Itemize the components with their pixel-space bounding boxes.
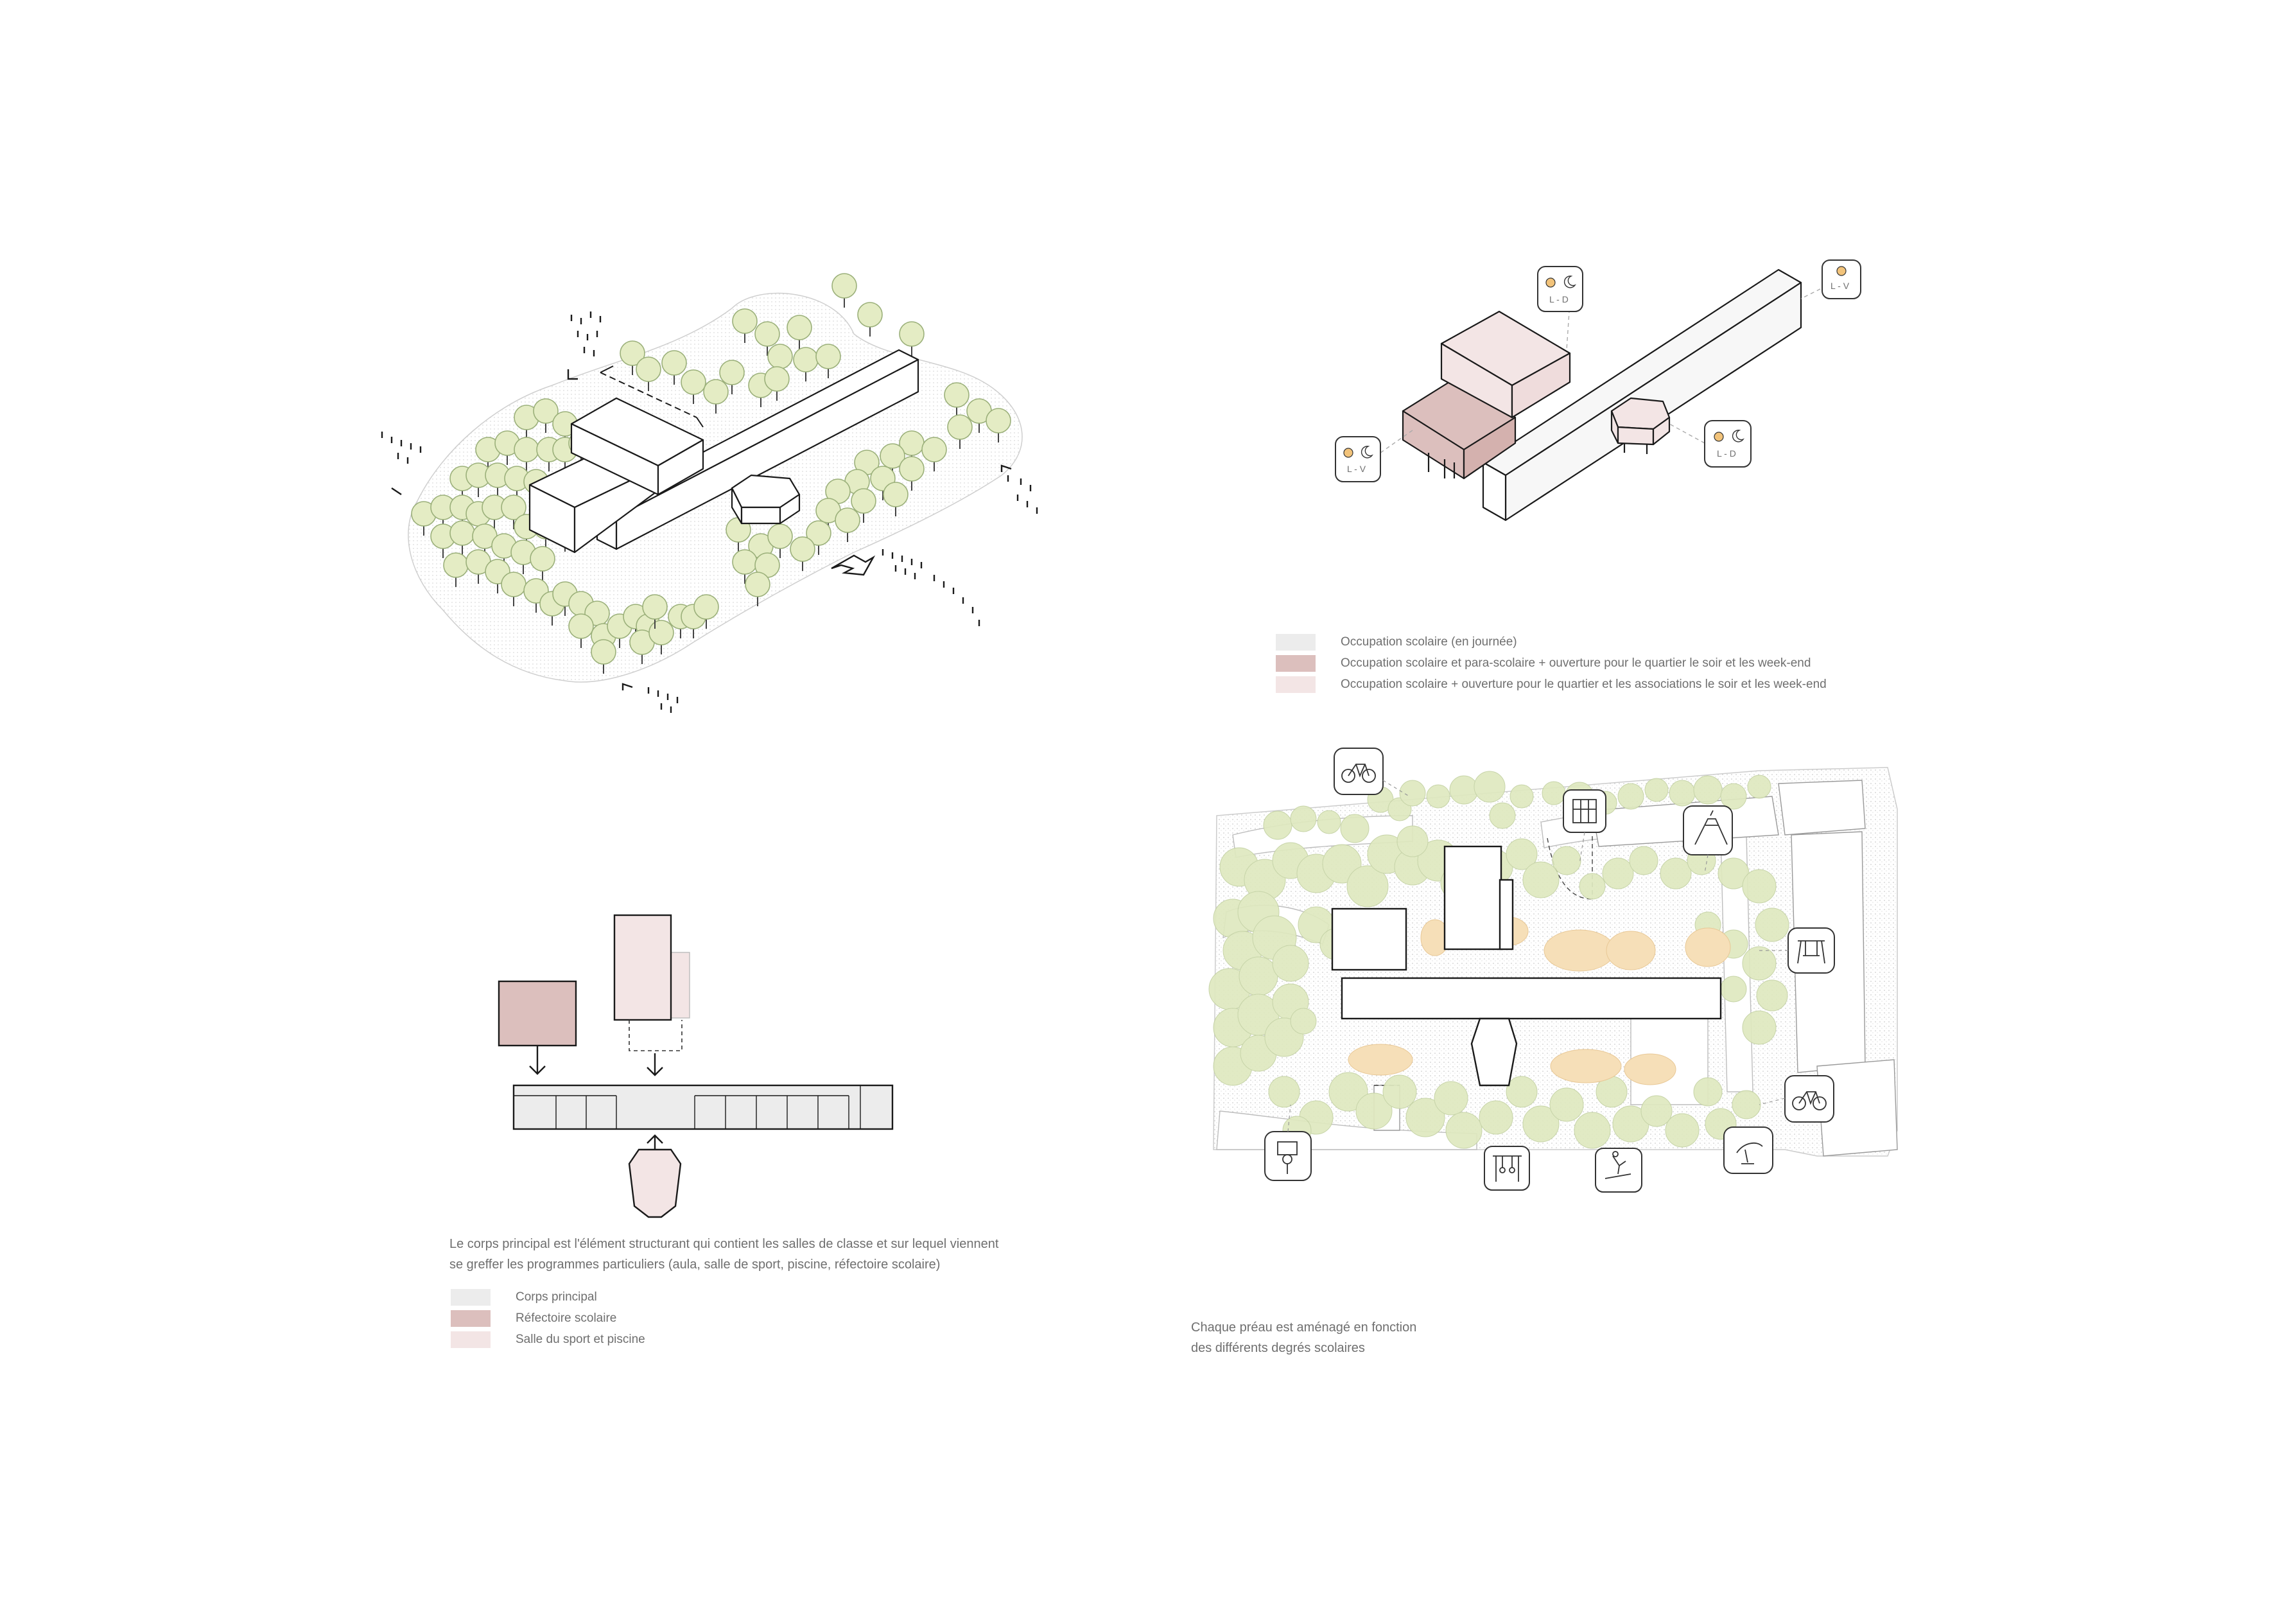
moon-icon bbox=[1563, 276, 1576, 288]
sport-box bbox=[613, 914, 672, 1021]
sun-icon bbox=[1714, 432, 1724, 442]
time-badge-label-4: L - D bbox=[1717, 448, 1736, 459]
time-badge-1 bbox=[1537, 266, 1583, 312]
legend-swatch-refectoire bbox=[1276, 655, 1316, 672]
legend-label-parascolaire: Occupation scolaire et para-scolaire + o… bbox=[1341, 656, 1811, 670]
sun-icon bbox=[1836, 266, 1847, 276]
preau-caption-line1: Chaque préau est aménagé en fonction bbox=[1191, 1320, 1417, 1335]
plan-activity-icons bbox=[1264, 748, 1835, 1193]
legend-label-refectoire-scolaire: Réfectoire scolaire bbox=[516, 1311, 617, 1325]
building-plan bbox=[1331, 845, 1722, 1087]
legend-swatch-corps-principal bbox=[451, 1289, 491, 1306]
legend-swatch-refectoire-scolaire bbox=[451, 1310, 491, 1327]
legend-swatch-corps bbox=[1276, 634, 1316, 651]
building-axonometric bbox=[528, 349, 919, 554]
corps-principal-bar bbox=[512, 1084, 894, 1130]
entrance-arrow-icon bbox=[831, 554, 876, 576]
time-badge-3 bbox=[1335, 436, 1381, 482]
moon-icon bbox=[1732, 430, 1744, 442]
refectoire-box bbox=[498, 980, 577, 1047]
time-badge-label-2: L - V bbox=[1831, 281, 1850, 291]
legend-label-sport-piscine: Salle du sport et piscine bbox=[516, 1333, 645, 1346]
moon-icon bbox=[1361, 446, 1373, 459]
preau-caption-line2: des différents degrés scolaires bbox=[1191, 1341, 1365, 1355]
legend-swatch-sport-piscine bbox=[451, 1331, 491, 1348]
legend-label-day: Occupation scolaire (en journée) bbox=[1341, 635, 1517, 649]
program-caption-line1: Le corps principal est l'élément structu… bbox=[449, 1237, 999, 1251]
time-badge-label-1: L - D bbox=[1549, 294, 1569, 304]
climbing-frame-icon bbox=[1563, 789, 1606, 833]
time-badge-4 bbox=[1704, 420, 1752, 468]
legend-swatch-sport bbox=[1276, 676, 1316, 693]
time-badge-2 bbox=[1822, 259, 1861, 299]
aula-shape bbox=[628, 1148, 682, 1218]
basketball-icon bbox=[1264, 1131, 1312, 1181]
sun-icon bbox=[1545, 277, 1556, 288]
skate-icon bbox=[1723, 1126, 1773, 1174]
legend-label-associations: Occupation scolaire + ouverture pour le … bbox=[1341, 678, 1827, 691]
arrow-marks bbox=[391, 369, 1012, 690]
pedestrian-marks bbox=[381, 311, 1038, 713]
program-caption-line2: se greffer les programmes particuliers (… bbox=[449, 1257, 941, 1272]
slide-icon bbox=[1683, 805, 1733, 855]
sun-icon bbox=[1343, 448, 1353, 458]
rings-icon bbox=[1484, 1146, 1530, 1191]
time-badge-label-3: L - V bbox=[1347, 464, 1366, 474]
swing-icon bbox=[1787, 927, 1835, 974]
legend-label-corps-principal: Corps principal bbox=[516, 1290, 597, 1304]
